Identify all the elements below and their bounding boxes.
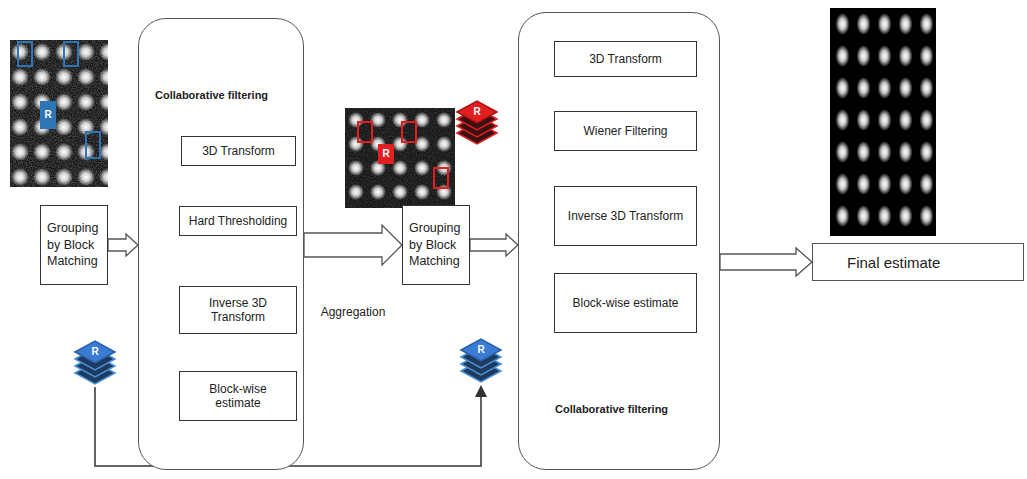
box-label: Block-wise estimate <box>186 382 290 410</box>
box-label: Inverse 3D Transform <box>568 209 683 223</box>
process-box: 3D Transform <box>554 41 697 77</box>
process-box: Grouping by Block Matching <box>402 205 470 285</box>
stage-panel: Collaborative filtering 3D TransformHard … <box>138 18 304 470</box>
process-box: 3D Transform <box>181 136 296 166</box>
block-arrow <box>470 234 518 256</box>
block-marker: R <box>91 347 98 357</box>
process-box: Inverse 3D Transform <box>179 286 297 334</box>
blue-block-stack <box>461 339 501 382</box>
process-box: Block-wise estimate <box>179 371 297 421</box>
box-label: 3D Transform <box>202 144 275 158</box>
output-box: Final estimate <box>812 243 1024 281</box>
process-box: Inverse 3D Transform <box>554 186 697 246</box>
box-label: Block-wise estimate <box>572 296 678 310</box>
box-label: Hard Thresholding <box>189 214 288 228</box>
panel-heading: Collaborative filtering <box>155 89 295 101</box>
final-image <box>830 8 936 236</box>
box-label: Inverse 3D Transform <box>186 296 290 324</box>
panel-heading: Collaborative filtering <box>555 403 695 415</box>
stage-panel: Collaborative filtering 3D TransformWiene… <box>518 12 720 470</box>
box-label: 3D Transform <box>589 52 662 66</box>
process-box: Block-wise estimate <box>554 273 697 333</box>
edge-label: Aggregation <box>319 305 388 319</box>
process-box: Hard Thresholding <box>179 206 297 236</box>
block-marker: R <box>477 345 484 355</box>
block-marker: R <box>382 149 389 159</box>
box-label: Grouping by Block Matching <box>47 220 101 271</box>
block-arrow <box>720 248 812 276</box>
block-marker: R <box>473 107 480 117</box>
box-label: Wiener Filtering <box>583 124 667 138</box>
block-arrow <box>304 225 402 265</box>
process-box: Grouping by Block Matching <box>40 205 108 285</box>
noisy-image <box>10 40 108 187</box>
process-box: Wiener Filtering <box>554 111 697 151</box>
box-label: Grouping by Block Matching <box>409 220 463 271</box>
red-block-stack <box>457 101 497 144</box>
basic-estimate-image <box>345 108 455 208</box>
box-label: Final estimate <box>847 254 940 271</box>
blue-block-stack <box>75 341 115 384</box>
block-marker: R <box>44 110 51 120</box>
block-arrow <box>108 234 138 256</box>
